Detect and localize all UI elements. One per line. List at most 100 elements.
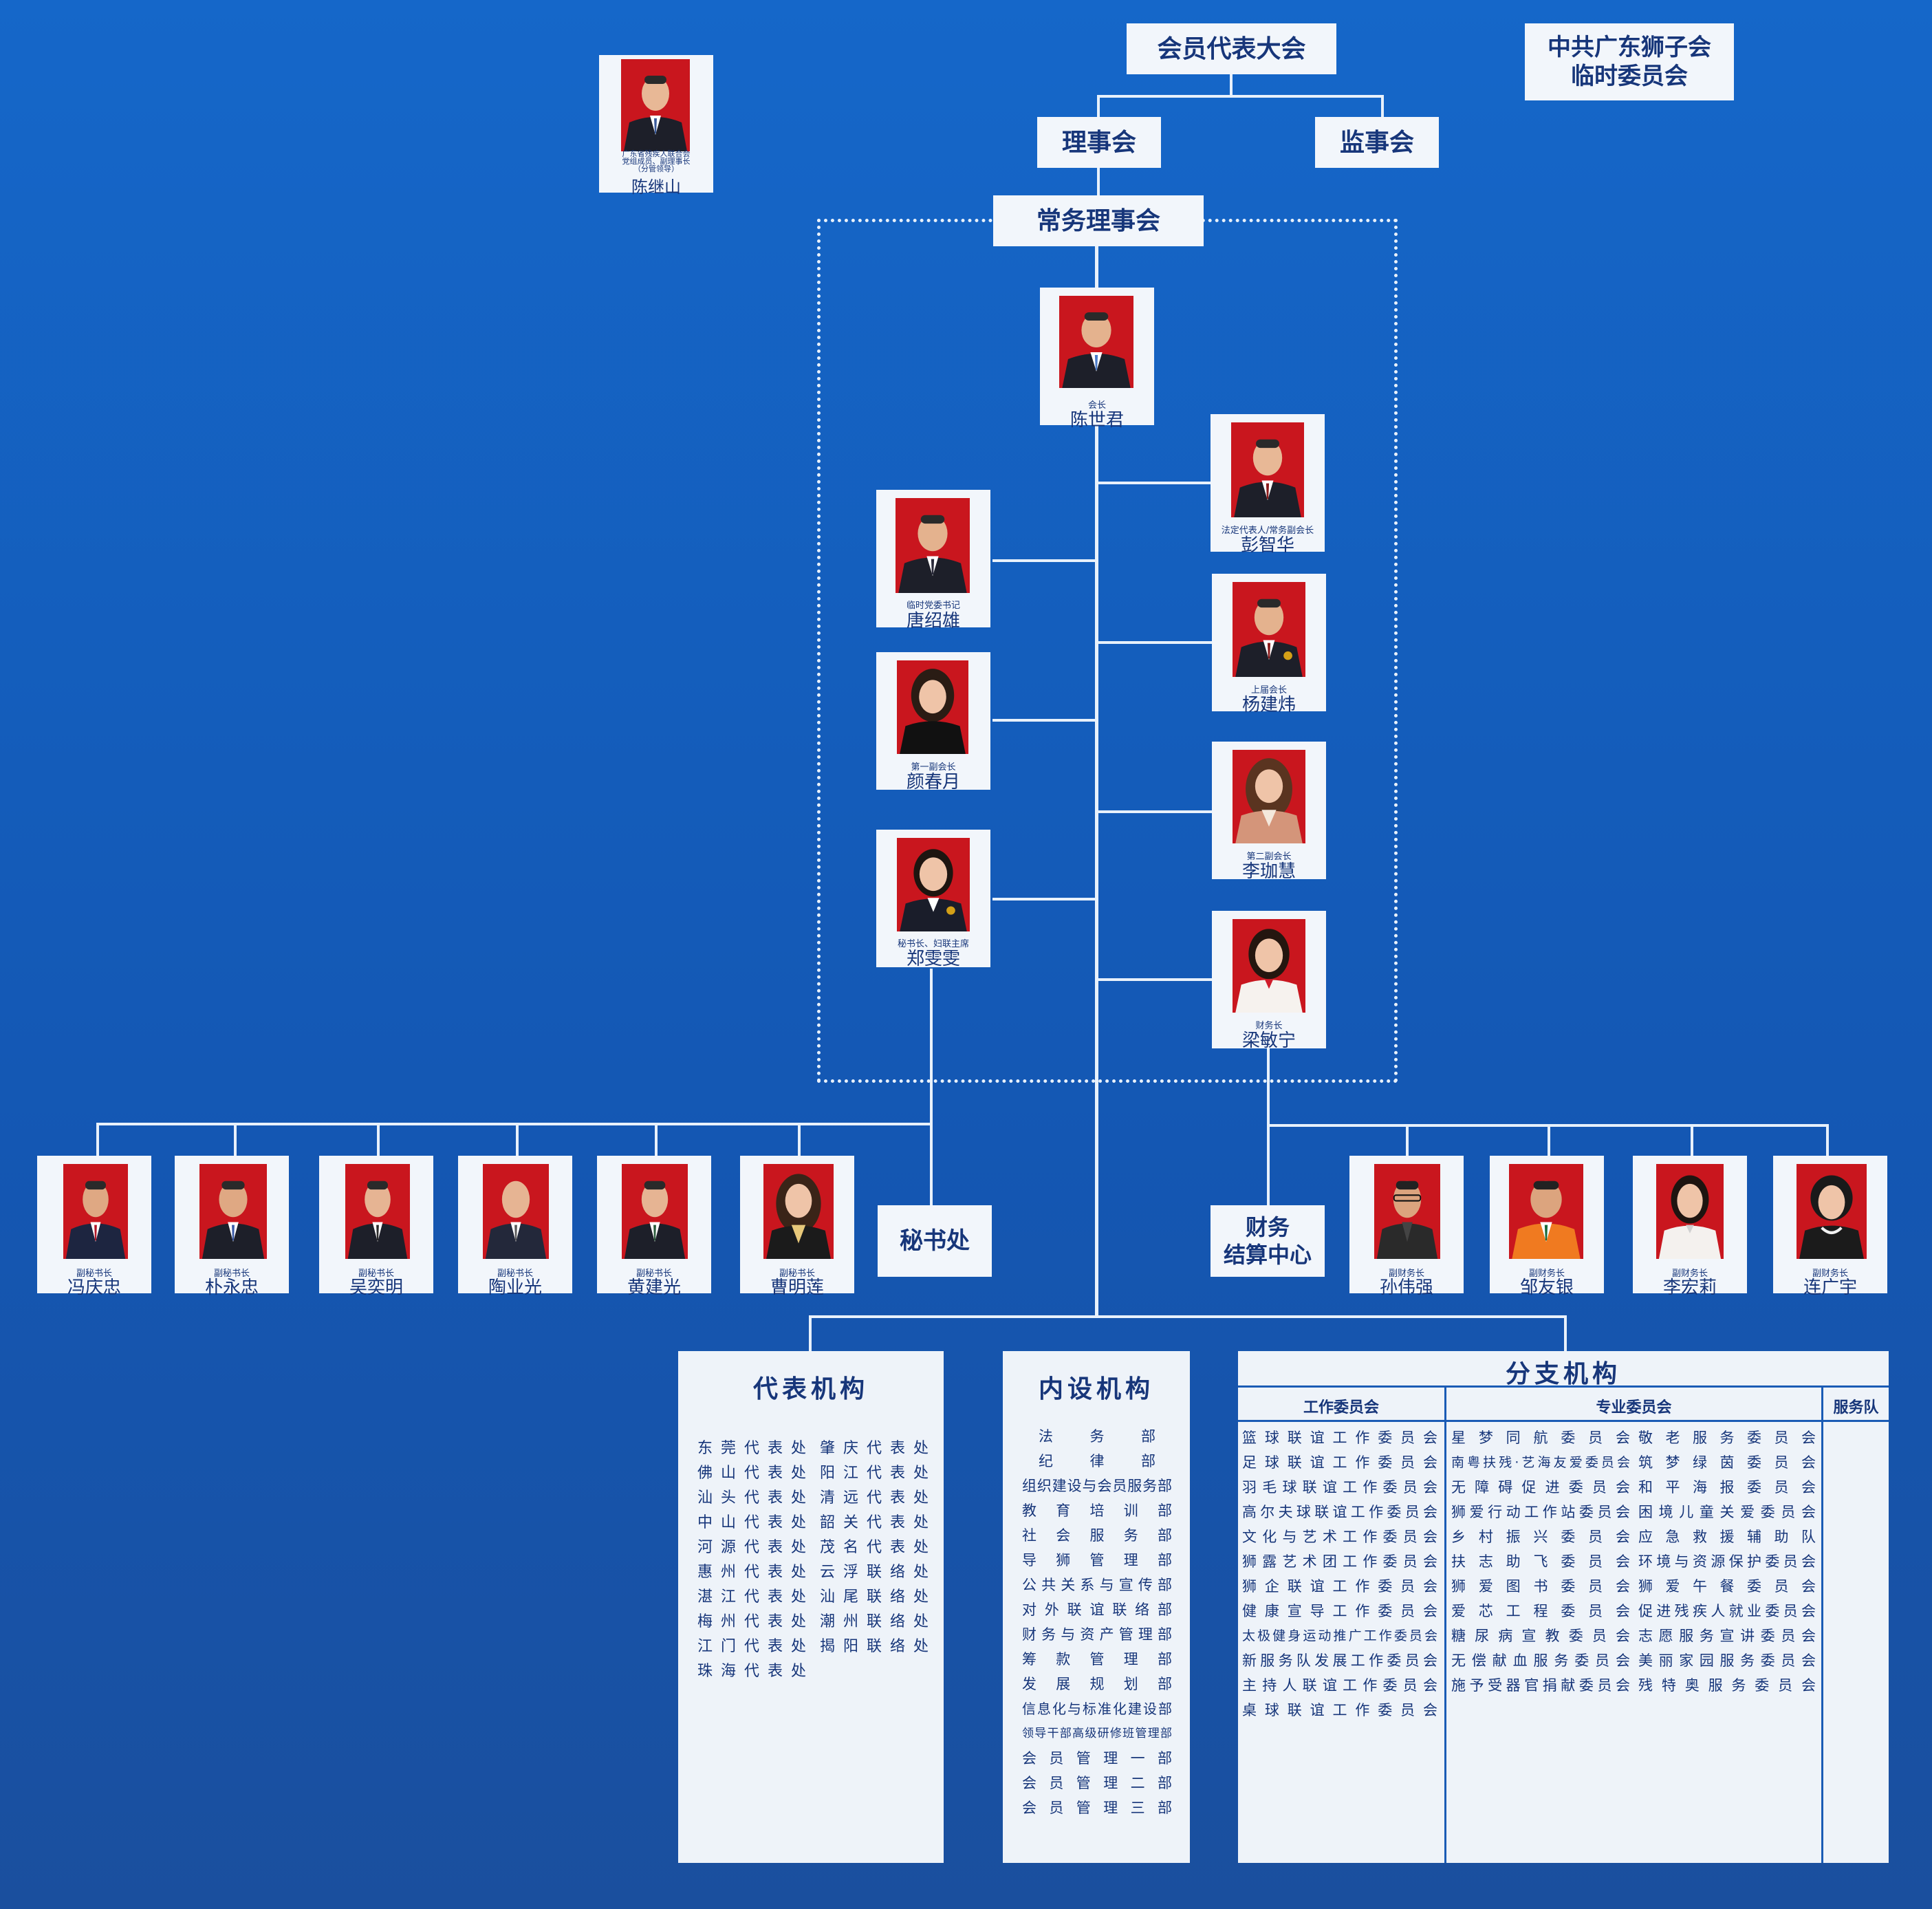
representative-col-2: 肇庆代表处 阳江代表处 清远代表处 韶关代表处 茂名代表处 云浮联络处 汕尾联络… bbox=[820, 1436, 929, 1659]
leader-card-president: 会长 陈世君 bbox=[1040, 288, 1154, 431]
deputy-secretary-card: 副秘书长 冯庆忠 bbox=[37, 1156, 151, 1298]
deputy-treasurer-card: 副财务长 连广宇 bbox=[1773, 1156, 1887, 1298]
list-item: 糖尿病宣教委员会 bbox=[1451, 1628, 1630, 1644]
list-item: 揭阳联络处 bbox=[820, 1638, 929, 1655]
work-committee-list: 篮球联谊工作委员会 足球联谊工作委员会 羽毛球联谊工作委员会 高尔夫球联谊工作委… bbox=[1242, 1425, 1437, 1723]
list-item: 纪律部 bbox=[1039, 1453, 1155, 1469]
list-item: 南粤扶残·艺海友爱委员会 bbox=[1451, 1455, 1630, 1470]
deputy-treasurer-card: 副财务长 邹友银 bbox=[1490, 1156, 1604, 1298]
list-item: 狮企联谊工作委员会 bbox=[1242, 1578, 1437, 1595]
list-item: 东莞代表处 bbox=[697, 1440, 806, 1457]
secretariat-box: 秘书处 bbox=[878, 1205, 992, 1277]
leader-card-executive-vp: 法定代表人/常务副会长 彭智华 bbox=[1211, 414, 1325, 556]
list-item: 江门代表处 bbox=[697, 1638, 806, 1655]
list-item: 桌球联谊工作委员会 bbox=[1242, 1702, 1437, 1718]
list-item: 太极健身运动推广工作委员会 bbox=[1242, 1628, 1437, 1643]
card-title: 副秘书长 bbox=[636, 1269, 672, 1279]
list-item: 新服务队发展工作委员会 bbox=[1242, 1652, 1437, 1669]
list-item: 羽毛球联谊工作委员会 bbox=[1242, 1479, 1437, 1496]
card-name: 李宏莉 bbox=[1662, 1277, 1717, 1298]
card-name: 黄建光 bbox=[627, 1277, 681, 1298]
card-name: 冯庆忠 bbox=[67, 1277, 121, 1298]
card-name: 连广宇 bbox=[1803, 1277, 1857, 1298]
list-item: 公共关系与宣传部 bbox=[1022, 1577, 1172, 1593]
portrait-photo bbox=[1233, 919, 1305, 1013]
branch-panel: 分支机构 工作委员会 专业委员会 服务队 篮球联谊工作委员会 足球联谊工作委员会… bbox=[1238, 1351, 1889, 1863]
list-item: 韶关代表处 bbox=[820, 1514, 929, 1531]
list-item: 残特奥服务委员会 bbox=[1638, 1677, 1816, 1694]
list-item: 乡村振兴委员会 bbox=[1451, 1529, 1630, 1545]
list-item: 应急救援辅助队 bbox=[1638, 1529, 1816, 1545]
card-name: 杨建炜 bbox=[1241, 695, 1296, 715]
list-item: 中山代表处 bbox=[697, 1514, 806, 1531]
list-item: 梅州代表处 bbox=[697, 1613, 806, 1630]
portrait-photo bbox=[63, 1164, 128, 1259]
card-title: 副财务长 bbox=[1528, 1269, 1565, 1279]
list-item: 环境与资源保护委员会 bbox=[1638, 1553, 1816, 1570]
card-title: 法定代表人/常务副会长 bbox=[1221, 526, 1314, 536]
card-title: 临时党委书记 bbox=[906, 601, 960, 611]
card-title: 第一副会长 bbox=[911, 762, 956, 773]
professional-committee-header: 专业委员会 bbox=[1596, 1399, 1672, 1416]
card-title: 副财务长 bbox=[1671, 1269, 1708, 1279]
card-title: 秘书长、妇联主席 bbox=[897, 939, 969, 949]
list-item: 财务与资产管理部 bbox=[1022, 1626, 1172, 1643]
portrait-photo bbox=[897, 660, 968, 754]
portrait-photo bbox=[621, 59, 690, 151]
list-item: 教育培训部 bbox=[1022, 1502, 1172, 1519]
list-item: 施予受器官捐献委员会 bbox=[1451, 1677, 1630, 1694]
card-name: 朴永忠 bbox=[204, 1277, 259, 1298]
card-title: 广东省残疾人联合会 党组成员、副理事长 （分管领导） bbox=[622, 149, 691, 173]
list-item: 汕头代表处 bbox=[697, 1489, 806, 1507]
internal-panel: 内设机构 法务部 纪律部 组织建设与会员服务部 教育培训部 社会服务部 导狮管理… bbox=[1003, 1351, 1190, 1863]
council-box: 理事会 bbox=[1037, 117, 1161, 168]
list-item: 导狮管理部 bbox=[1022, 1552, 1172, 1568]
portrait-photo bbox=[345, 1164, 410, 1259]
party-committee-box: 中共广东狮子会 临时委员会 bbox=[1525, 23, 1734, 100]
portrait-photo bbox=[1231, 422, 1304, 517]
professional-committee-list-2: 敬老服务委员会 筑梦绿茵委员会 和平海报委员会 困境儿童关爱委员会 应急救援辅助… bbox=[1638, 1425, 1816, 1698]
list-item: 清远代表处 bbox=[820, 1489, 929, 1507]
portrait-photo bbox=[763, 1164, 834, 1259]
list-item: 无偿献血服务委员会 bbox=[1451, 1652, 1630, 1669]
list-item: 扶志助飞委员会 bbox=[1451, 1553, 1630, 1570]
list-item: 狮爱图书委员会 bbox=[1451, 1578, 1630, 1595]
list-item: 发展规划部 bbox=[1022, 1676, 1172, 1692]
portrait-photo bbox=[483, 1164, 549, 1259]
advisor-card: 广东省残疾人联合会 党组成员、副理事长 （分管领导） 陈继山 bbox=[599, 55, 713, 197]
list-item: 足球联谊工作委员会 bbox=[1242, 1454, 1437, 1471]
list-item: 惠州代表处 bbox=[697, 1564, 806, 1581]
deputy-secretary-card: 副秘书长 陶业光 bbox=[458, 1156, 572, 1298]
card-name: 陈世君 bbox=[1070, 410, 1124, 431]
leader-card-first-vp: 第一副会长 颜春月 bbox=[876, 652, 990, 792]
list-item: 星梦同航委员会 bbox=[1451, 1430, 1630, 1446]
list-item: 阳江代表处 bbox=[820, 1465, 929, 1482]
list-item: 高尔夫球联谊工作委员会 bbox=[1242, 1504, 1437, 1520]
list-item: 健康宣导工作委员会 bbox=[1242, 1603, 1437, 1619]
card-title: 副财务长 bbox=[1812, 1269, 1848, 1279]
list-item: 困境儿童关爱委员会 bbox=[1638, 1504, 1816, 1520]
list-item: 文化与艺术工作委员会 bbox=[1242, 1529, 1437, 1545]
card-name: 陈继山 bbox=[631, 177, 681, 197]
deputy-treasurer-card: 副财务长 孙伟强 bbox=[1349, 1156, 1464, 1298]
card-title: 副秘书长 bbox=[213, 1269, 250, 1279]
service-team-header: 服务队 bbox=[1833, 1399, 1879, 1416]
leader-card-party-secretary: 临时党委书记 唐绍雄 bbox=[876, 490, 990, 632]
card-name: 郑雯雯 bbox=[906, 949, 960, 969]
card-name: 吴奕明 bbox=[349, 1277, 403, 1298]
header-divider bbox=[1238, 1385, 1889, 1388]
list-item: 肇庆代表处 bbox=[820, 1440, 929, 1457]
card-name: 李珈慧 bbox=[1241, 861, 1296, 882]
list-item: 促进残疾人就业委员会 bbox=[1638, 1603, 1816, 1619]
card-name: 曹明莲 bbox=[770, 1277, 824, 1298]
leader-card-second-vp: 第二副会长 李珈慧 bbox=[1212, 742, 1326, 882]
leader-card-secretary-general: 秘书长、妇联主席 郑雯雯 bbox=[876, 830, 990, 969]
list-item: 对外联谊联络部 bbox=[1022, 1601, 1172, 1618]
card-name: 唐绍雄 bbox=[906, 611, 960, 632]
card-name: 彭智华 bbox=[1240, 535, 1294, 556]
portrait-photo bbox=[1509, 1164, 1583, 1259]
list-item: 领导干部高级研修班管理部 bbox=[1022, 1727, 1172, 1740]
list-item: 湛江代表处 bbox=[697, 1588, 806, 1606]
finance-center-box: 财务 结算中心 bbox=[1211, 1205, 1325, 1277]
portrait-photo bbox=[1797, 1164, 1867, 1259]
